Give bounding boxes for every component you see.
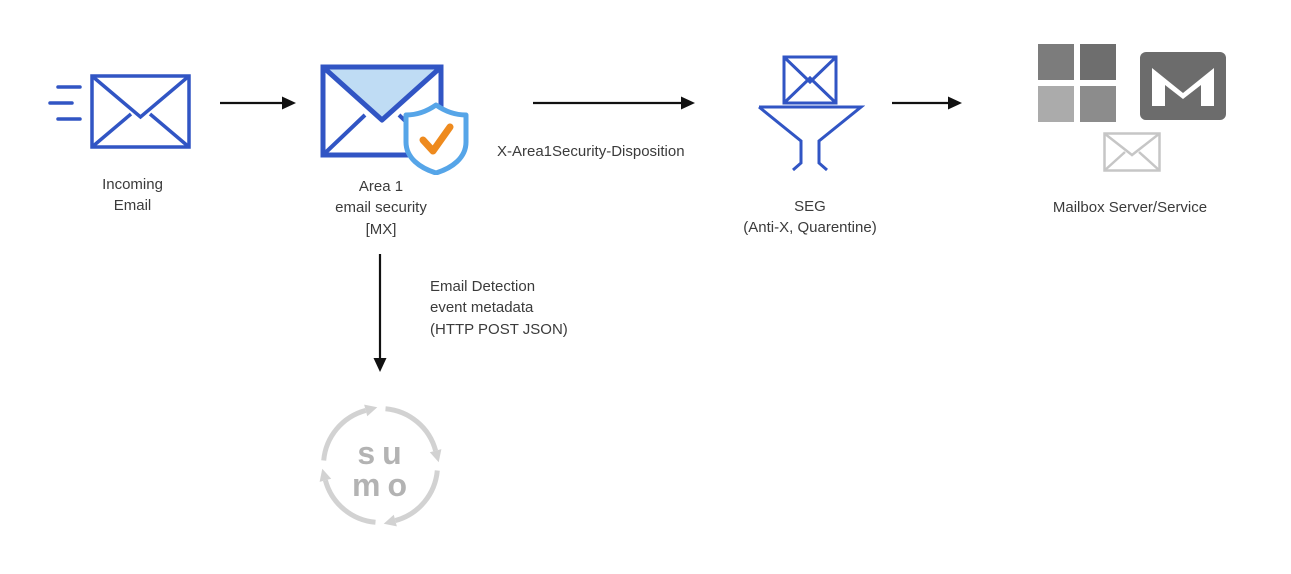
flow-arrow-area1-to-seg: [533, 96, 697, 110]
incoming-email-label-line1: Incoming: [102, 176, 163, 193]
metadata-label-line3: (HTTP POST JSON): [430, 320, 568, 338]
area1-label-line1: Area 1: [358, 178, 404, 195]
sumo-text-line2: mo: [352, 467, 414, 503]
incoming-email-label: Incoming Email: [70, 174, 195, 217]
mailbox-label: Mailbox Server/Service: [1052, 199, 1208, 216]
envelope-outline-icon: [1103, 132, 1161, 172]
sumo-logic-circular-arrows-icon: su mo: [313, 398, 448, 533]
sumo-text-line1: su: [357, 435, 408, 471]
flow-arrow-area1-to-sumo: [373, 254, 387, 374]
area1-label: Area 1 email security [MX]: [306, 176, 456, 240]
area1-label-line3: [MX]: [365, 220, 397, 238]
area1-label-line2: email security: [335, 199, 427, 217]
flow-arrow-seg-to-mailbox: [892, 96, 964, 110]
seg-funnel-envelope-icon: [755, 55, 865, 173]
seg-label-line1: SEG: [794, 198, 826, 215]
flow-arrow-incoming-to-area1: [220, 96, 298, 110]
microsoft-logo-icon: [1038, 44, 1116, 122]
metadata-label: Email Detection event metadata (HTTP POS…: [430, 276, 630, 340]
metadata-label-line2: event metadata: [430, 299, 534, 317]
incoming-email-label-line2: Email: [113, 197, 152, 215]
gmail-icon: [1140, 52, 1226, 120]
seg-label-line2: (Anti-X, Quarentine): [743, 219, 877, 237]
disposition-header-label: X-Area1Security-Disposition: [497, 143, 685, 160]
seg-label: SEG (Anti-X, Quarentine): [722, 196, 898, 239]
incoming-email-envelope-icon: [48, 73, 193, 151]
area1-envelope-shield-check-icon: [318, 60, 478, 175]
metadata-label-line1: Email Detection: [430, 278, 536, 295]
